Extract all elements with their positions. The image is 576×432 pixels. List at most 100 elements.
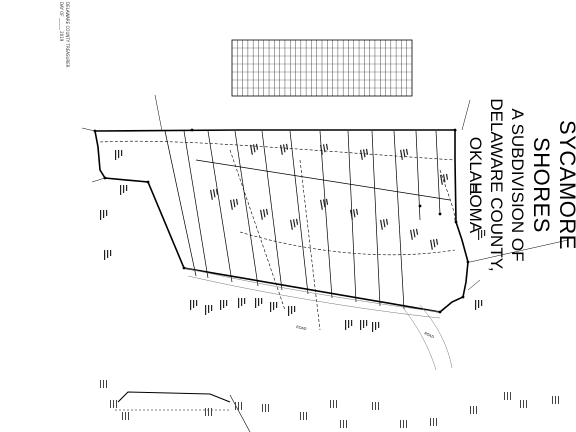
lower-dimension-mark [300,412,301,420]
treasurer-certificate: DELAWARE COUNTY TREASURER DAY OF ______ … [4,2,70,72]
dimension-mark [375,322,377,330]
dimension-mark [476,185,478,191]
lower-dimension-mark [523,400,524,408]
lot-lines [164,130,451,310]
lower-dimension-mark [336,400,337,408]
dimension-mark [385,218,389,225]
dimension-mark [190,300,192,310]
dimension-mark [212,189,216,198]
dimension-mark [241,298,243,306]
dimension-mark [230,199,233,210]
dimension-mark [255,143,259,150]
dimension-mark [282,144,286,153]
lower-dimension-mark [125,412,126,420]
dimension-mark [322,144,326,153]
dimension-mark [442,174,446,183]
survey-monument-marker [182,266,186,270]
lower-dimension-mark [116,400,117,408]
dimension-mark [380,219,383,230]
lower-dimension-mark [343,420,344,428]
dimension-mark [445,173,449,180]
lower-dimension-mark [340,420,341,428]
lower-dimension-mark [330,400,331,408]
dimension-mark [104,250,106,260]
plat-subtitle: A SUBDIVISION OF [508,108,527,262]
lower-dimension-mark [303,412,304,420]
dimension-mark [250,144,253,155]
dimension-mark [405,148,409,155]
lower-dimension-mark [100,380,101,388]
lower-dimension-mark [211,408,212,416]
lower-dimension-labels [100,380,559,428]
lower-dimension-mark [520,400,521,408]
lower-dimension-mark [470,406,471,414]
dimension-mark [320,144,323,155]
lower-dimension-mark [306,412,307,420]
dimension-mark [255,298,257,308]
dimension-mark [372,322,374,332]
dimension-mark [412,229,416,238]
dimension-mark [352,209,356,218]
dimension-mark [252,144,256,153]
dimension-mark [205,305,207,315]
road-dashed-lines [99,140,456,331]
lower-dimension-mark [552,396,553,404]
road-label: ROAD [296,325,307,331]
title-block: SYCAMORE SHORES A SUBDIVISION OF DELAWAR… [460,70,576,300]
dimension-mark [430,239,433,250]
lower-dimension-mark [555,396,556,404]
dimension-mark [121,150,123,156]
lower-tract [115,391,251,432]
dimension-mark [288,306,290,316]
lower-dimension-mark [375,402,376,410]
dimension-mark [435,238,439,245]
dimension-mark [478,230,480,240]
dimension-mark [325,198,329,205]
certificate-day: DAY OF [59,2,64,17]
dimension-mark [481,230,483,238]
lower-dimension-mark [265,404,266,412]
road-faint-lines [184,267,453,371]
survey-monument-marker [438,310,442,314]
lower-dimension-mark [436,418,437,426]
dimension-mark [345,320,347,330]
survey-monument-marker [146,180,150,184]
dimension-mark [351,320,353,326]
dimension-mark [400,149,403,160]
lower-dimension-mark [333,400,334,408]
dimension-mark [292,219,296,228]
dimension-mark [360,320,362,330]
dimension-mark [223,300,225,308]
dimension-mark [478,300,480,308]
dimension-mark [107,250,109,258]
dimension-mark [294,306,296,312]
dimension-mark [120,185,122,195]
lower-dimension-mark [510,392,511,400]
lower-dimension-mark [235,402,236,410]
dimension-mark [215,188,219,195]
dimension-mark [115,150,117,160]
survey-monument-marker [190,128,194,132]
dimension-mark [193,300,195,308]
dimension-mark [481,300,483,306]
survey-monument-marker [418,204,422,208]
survey-monument-marker [461,295,465,299]
dimension-mark [362,149,366,158]
dimension-mark [365,148,369,155]
dimension-mark [123,185,125,193]
leader-lines [81,94,569,291]
lower-dimension-mark [103,380,104,388]
dimension-mark [291,306,293,314]
dimension-mark [220,300,222,310]
dimension-labels [100,143,486,332]
lower-dimension-mark [110,400,111,408]
dimension-mark [270,302,272,312]
dimension-mark [208,305,210,313]
lower-dimension-mark [238,402,239,410]
lower-dimension-mark [262,404,263,412]
dimension-mark [273,302,275,310]
dimension-mark [235,198,239,205]
lower-dimension-mark [433,418,434,426]
dimension-mark [378,322,380,328]
lower-dimension-mark [476,406,477,414]
